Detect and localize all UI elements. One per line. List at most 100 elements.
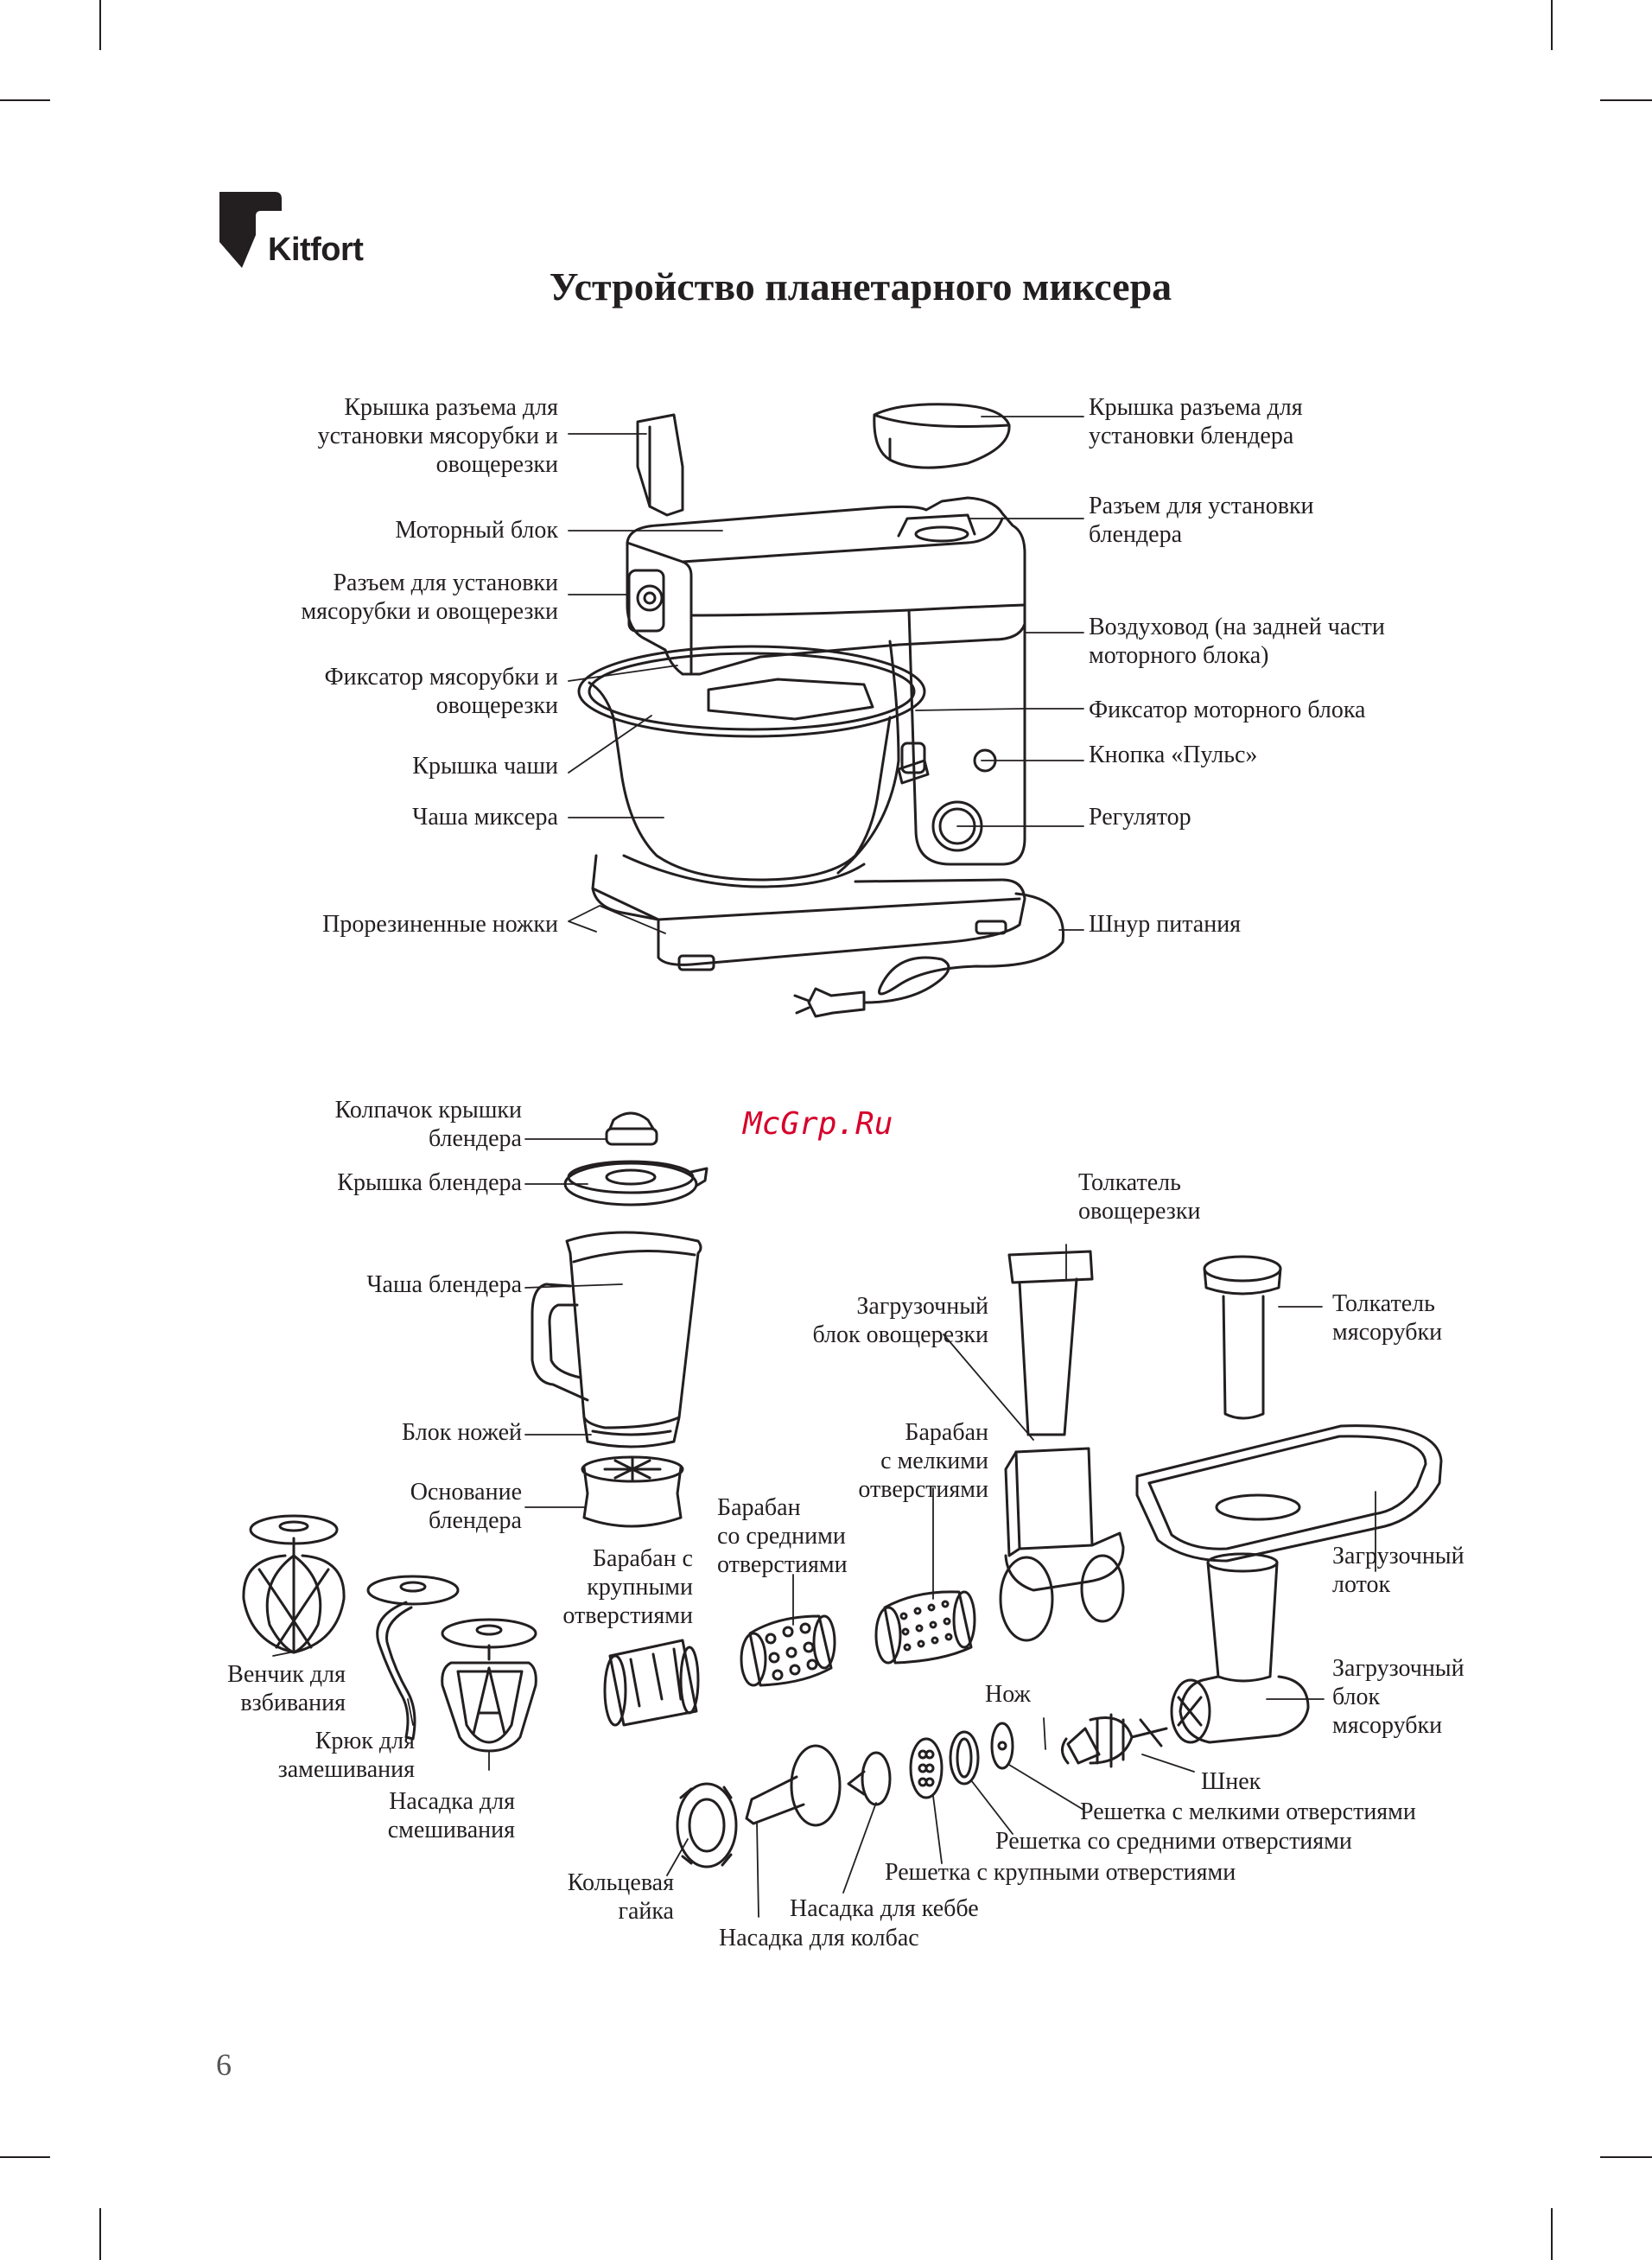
label-motor-lock: Фиксатор моторного блока	[1089, 696, 1365, 724]
label-grinder-port: Разъем для установки мясорубки и овощере…	[301, 569, 558, 626]
label-coarse-grid: Решетка с крупными отверстиями	[885, 1858, 1236, 1887]
label-line: отверстиями	[562, 1602, 693, 1629]
dough-hook-drawing	[366, 1575, 460, 1741]
label-fine-grid: Решетка с мелкими отверстиями	[1080, 1798, 1416, 1826]
label-line: Крышка разъема для	[1089, 394, 1303, 421]
label-line: мясорубки	[1332, 1712, 1443, 1739]
label-line: Толкатель	[1332, 1290, 1435, 1317]
label-line: Колпачок крышки	[334, 1097, 522, 1124]
label-blender-lid: Крышка блендера	[337, 1168, 522, 1197]
label-line: Разъем для установки	[1089, 493, 1314, 519]
label-power-cord: Шнур питания	[1089, 910, 1241, 939]
label-line: блок	[1332, 1684, 1381, 1710]
crop-mark	[1551, 2208, 1553, 2260]
label-blender-port-cover: Крышка разъема для установки блендера	[1089, 393, 1303, 450]
label-line: гайка	[618, 1898, 674, 1925]
label-line: мясорубки	[1332, 1319, 1443, 1346]
brand-name: Kitfort	[268, 232, 364, 268]
label-kebbe-nozzle: Насадка для кеббе	[790, 1894, 979, 1923]
label-coarse-drum: Барабан с крупными отверстиями	[562, 1544, 693, 1630]
label-pulse-button: Кнопка «Пульс»	[1089, 741, 1257, 769]
label-line: блок овощерезки	[812, 1321, 988, 1348]
page-number: 6	[216, 2047, 232, 2082]
watermark: McGrp.Ru	[743, 1106, 893, 1142]
label-whisk: Венчик для взбивания	[227, 1660, 346, 1717]
label-line: блендера	[428, 1125, 522, 1152]
label-line: установки блендера	[1089, 423, 1294, 449]
label-line: мясорубки и овощерезки	[301, 598, 558, 625]
label-line: овощерезки	[435, 451, 558, 478]
label-line: Разъем для установки	[333, 570, 558, 596]
label-line: Моторный блок	[395, 517, 558, 544]
label-bowl-lid: Крышка чаши	[412, 752, 558, 780]
label-line: Шнек	[1201, 1768, 1261, 1795]
label-line: со средними	[717, 1523, 846, 1550]
label-line: Венчик для	[227, 1661, 346, 1688]
crop-mark	[1600, 2156, 1652, 2158]
label-line: Нож	[985, 1681, 1031, 1708]
label-grinder-lock: Фиксатор мясорубки и овощерезки	[325, 663, 558, 720]
label-line: Решетка с крупными отверстиями	[885, 1859, 1236, 1886]
label-line: Барабан	[905, 1419, 988, 1446]
label-sausage-nozzle: Насадка для колбас	[719, 1924, 919, 1952]
label-line: Фиксатор мясорубки и	[324, 664, 558, 691]
label-line: Кольцевая	[567, 1869, 674, 1896]
label-line: Регулятор	[1089, 804, 1191, 831]
label-line: Насадка для колбас	[719, 1925, 919, 1951]
label-line: установки мясорубки и	[317, 423, 558, 449]
label-line: Насадка для кеббе	[790, 1895, 979, 1922]
label-grinder-feed-block: Загрузочный блок мясорубки	[1332, 1654, 1465, 1740]
label-line: Основание	[410, 1479, 522, 1506]
label-grinder-port-cover: Крышка разъема для установки мясорубки и…	[318, 393, 558, 479]
label-regulator: Регулятор	[1089, 803, 1191, 831]
label-line: Загрузочный	[1332, 1543, 1465, 1569]
label-line: лоток	[1332, 1571, 1391, 1598]
label-blender-port: Разъем для установки блендера	[1089, 492, 1314, 549]
label-mixer-bowl: Чаша миксера	[412, 803, 558, 831]
label-line: Крышка чаши	[412, 753, 558, 780]
label-medium-drum: Барабан со средними отверстиями	[717, 1493, 848, 1579]
label-line: Кнопка «Пульс»	[1089, 742, 1258, 768]
label-line: Барабан с	[592, 1545, 693, 1572]
label-blender-base: Основание блендера	[410, 1478, 522, 1535]
slicer-drawing	[999, 1250, 1125, 1642]
label-line: Крышка разъема для	[344, 394, 558, 421]
label-line: Шнур питания	[1089, 911, 1242, 938]
label-line: отверстиями	[858, 1476, 988, 1503]
label-line: Решетка со средними отверстиями	[995, 1828, 1352, 1855]
label-grinder-pusher: Толкатель мясорубки	[1332, 1289, 1442, 1346]
crop-mark	[99, 0, 101, 50]
label-line: Крышка блендера	[337, 1169, 522, 1196]
label-rubber-feet: Прорезиненные ножки	[322, 910, 558, 939]
label-feed-tray: Загрузочный лоток	[1332, 1542, 1465, 1599]
label-medium-grid: Решетка со средними отверстиями	[995, 1827, 1352, 1856]
label-line: Барабан	[717, 1494, 801, 1521]
label-slicer-feed-block: Загрузочный блок овощерезки	[812, 1292, 988, 1349]
crop-mark	[1600, 99, 1652, 101]
label-line: отверстиями	[717, 1551, 848, 1578]
grinder-parts-drawing	[676, 1713, 1168, 1868]
label-line: Загрузочный	[1332, 1655, 1465, 1682]
label-line: Воздуховод (на задней части	[1089, 614, 1385, 640]
label-line: Загрузочный	[856, 1293, 988, 1320]
label-air-duct: Воздуховод (на задней части моторного бл…	[1089, 613, 1385, 670]
feed-tray-drawing	[1135, 1424, 1443, 1563]
label-motor-block: Моторный блок	[395, 516, 558, 544]
label-line: моторного блока)	[1089, 642, 1269, 669]
crop-mark	[99, 2208, 101, 2260]
grater-drums-drawing	[603, 1590, 976, 1727]
label-line: Насадка для	[389, 1788, 515, 1815]
label-fine-drum: Барабан с мелкими отверстиями	[858, 1418, 988, 1504]
label-line: овощерезки	[435, 692, 558, 719]
label-blade-block: Блок ножей	[402, 1418, 522, 1447]
label-line: Чаша миксера	[412, 804, 558, 831]
label-line: Толкатель	[1078, 1169, 1181, 1196]
label-knife: Нож	[985, 1680, 1031, 1709]
label-line: крупными	[587, 1574, 693, 1601]
label-blender-jar: Чаша блендера	[366, 1270, 522, 1299]
kitfort-logo-icon	[219, 192, 282, 268]
label-dough-hook: Крюк для замешивания	[278, 1727, 415, 1784]
label-line: Чаша блендера	[366, 1271, 522, 1298]
stand-mixer-drawing	[577, 403, 1065, 1018]
